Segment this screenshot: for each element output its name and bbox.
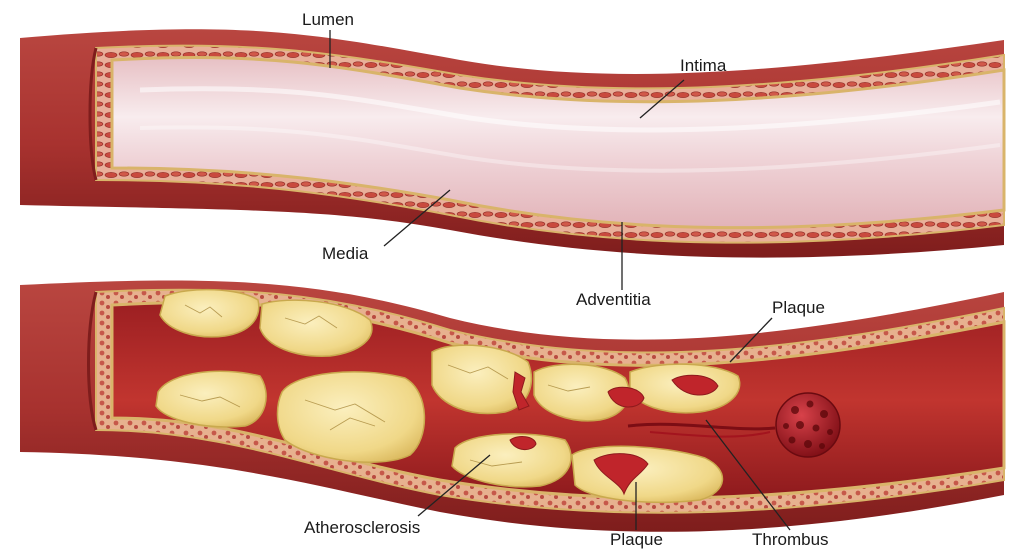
leader-media [383, 189, 451, 247]
plaque-5 [431, 344, 532, 415]
diseased-artery [20, 280, 1006, 532]
plaque-2 [259, 299, 373, 357]
leader-thrombus [705, 419, 791, 531]
plaque-8 [451, 433, 572, 488]
label-plaque-lower: Plaque [610, 530, 663, 549]
healthy-artery [20, 29, 1006, 258]
plaque-1 [159, 288, 260, 338]
leader-plaque-upper [729, 317, 773, 363]
plaque-4 [276, 371, 426, 463]
label-plaque-upper: Plaque [772, 298, 825, 317]
leader-lines [329, 30, 791, 531]
plaque-deposits [155, 288, 741, 504]
leader-atherosclerosis [417, 454, 491, 517]
label-atherosclerosis: Atherosclerosis [304, 518, 421, 537]
label-media: Media [322, 244, 369, 263]
healthy-artery-lumen [110, 56, 1006, 230]
label-lumen: Lumen [302, 10, 354, 29]
leader-intima [639, 79, 685, 119]
label-adventitia: Adventitia [576, 290, 651, 309]
label-thrombus: Thrombus [752, 530, 829, 549]
label-intima: Intima [680, 56, 727, 75]
thrombus-clot [627, 392, 841, 458]
